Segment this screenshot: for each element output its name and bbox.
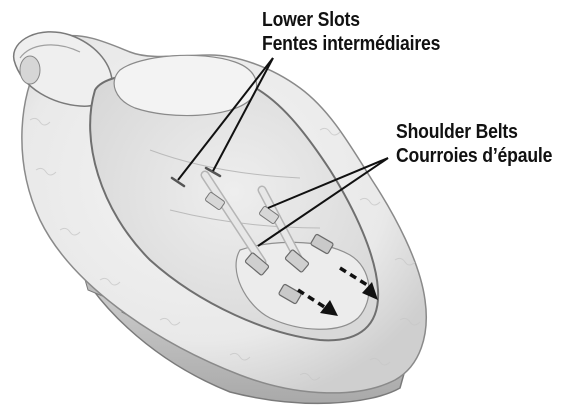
callout-lower-slots-en: Lower Slots <box>262 8 440 32</box>
callout-lower-slots-fr: Fentes intermédiaires <box>262 32 440 56</box>
callout-shoulder-belts: Shoulder Belts Courroies d’épaule <box>396 120 552 168</box>
callout-shoulder-belts-en: Shoulder Belts <box>396 120 552 144</box>
callout-lower-slots: Lower Slots Fentes intermédiaires <box>262 8 440 56</box>
callout-shoulder-belts-fr: Courroies d’épaule <box>396 144 552 168</box>
